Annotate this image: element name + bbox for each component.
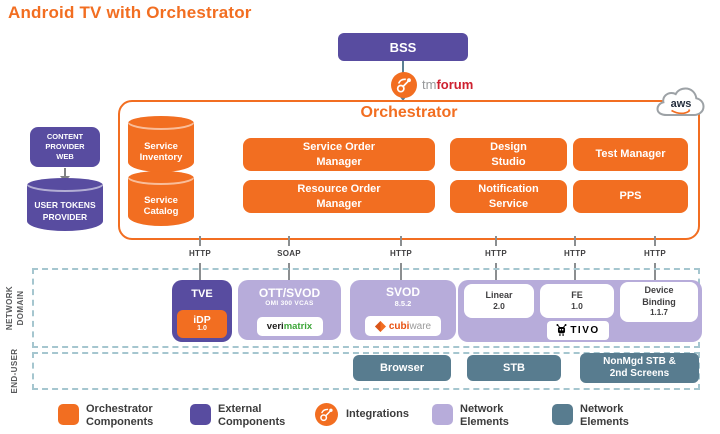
legend-label-network-elements-lavender: Network Elements [460, 403, 509, 428]
ott-svod-box: OTT/SVOD OMI 300 VCAS verimatrix [238, 280, 341, 340]
device-binding-version: 1.1.7 [650, 308, 668, 318]
connector-line [654, 263, 656, 281]
service-inventory-label: Service Inventory [139, 140, 183, 163]
ott-svod-detail: OMI 300 VCAS [265, 300, 314, 307]
resource-order-manager-label: Resource Order Manager [297, 183, 381, 210]
connector-line [495, 236, 497, 246]
tve-label: TVE [191, 288, 213, 300]
stb-label: STB [503, 362, 525, 374]
linear-box: Linear 2.0 [464, 284, 534, 318]
fe-version: 1.0 [571, 301, 583, 312]
connector-line [199, 236, 201, 246]
legend-swatch-orchestrator [58, 404, 79, 425]
protocol-label: HTTP [188, 249, 212, 258]
protocol-label: SOAP [277, 249, 301, 258]
component-notification-service: Notification Service [450, 180, 567, 213]
legend-label-network-elements-slate: Network Elements [580, 403, 629, 428]
datastore-service-catalog: Service Catalog [128, 171, 194, 226]
content-provider-web-box: CONTENT PROVIDER WEB [30, 127, 100, 167]
user-tokens-provider-label: USER TOKENS PROVIDER [34, 200, 96, 222]
tmforum-icon [391, 72, 417, 98]
connector-line [288, 263, 290, 281]
verimatrix-badge: verimatrix [256, 317, 323, 336]
end-user-label: END-USER [10, 348, 19, 394]
test-manager-label: Test Manager [595, 148, 666, 161]
connector-line [574, 236, 576, 246]
nonmgd-stb-box: NonMgd STB & 2nd Screens [580, 353, 699, 383]
tmforum-tm-text: tm [422, 77, 437, 92]
browser-box: Browser [353, 355, 451, 381]
aws-label: aws [671, 98, 692, 110]
aws-cloud-icon: aws [652, 82, 710, 124]
fe-label: FE [571, 289, 583, 300]
protocol-label: HTTP [643, 249, 667, 258]
component-test-manager: Test Manager [573, 138, 688, 171]
user-tokens-provider-cylinder: USER TOKENS PROVIDER [27, 178, 103, 231]
tmforum-wordmark: tmforum [422, 77, 473, 92]
cubiware-icon [374, 320, 386, 332]
legend-swatch-network-slate [552, 404, 573, 425]
connector-line [199, 263, 201, 281]
svod-box: SVOD 8.5.2 cubiware [350, 280, 456, 340]
legend-label-orchestrator-components: Orchestrator Components [86, 403, 154, 428]
ott-svod-label: OTT/SVOD [258, 286, 321, 300]
cubiware-logo: cubiware [388, 320, 432, 332]
idp-label: iDP [193, 313, 211, 326]
notification-service-label: Notification Service [478, 183, 539, 210]
tivo-badge: TIVO [547, 321, 609, 340]
device-binding-label: Device Binding [642, 285, 676, 307]
legend-label-external-components: External Components [218, 403, 286, 428]
svod-label: SVOD [385, 285, 420, 299]
network-domain-label: NETWORK DOMAIN [5, 285, 25, 331]
svod-version: 8.5.2 [394, 299, 412, 308]
pps-label: PPS [619, 190, 642, 203]
connector-line [495, 263, 497, 281]
linear-label: Linear [485, 289, 513, 300]
idp-version: 1.0 [197, 325, 207, 333]
cubiware-badge: cubiware [365, 316, 441, 336]
linear-version: 2.0 [493, 301, 505, 312]
protocol-label: HTTP [389, 249, 413, 258]
orchestrator-title: Orchestrator [360, 104, 458, 121]
bss-label: BSS [389, 39, 417, 55]
nonmgd-stb-label: NonMgd STB & 2nd Screens [603, 355, 676, 380]
verimatrix-logo: verimatrix [266, 321, 313, 332]
tve-box: TVE iDP 1.0 [172, 280, 232, 342]
legend-swatch-external [190, 404, 211, 425]
component-resource-order-manager: Resource Order Manager [243, 180, 435, 213]
connector-line [400, 236, 402, 246]
end-user-panel [32, 352, 700, 390]
cpw-to-utp-line [64, 168, 66, 177]
design-studio-label: Design Studio [490, 141, 527, 168]
component-design-studio: Design Studio [450, 138, 567, 171]
legend-swatch-network-lavender [432, 404, 453, 425]
legend-integrations-icon [315, 403, 338, 426]
bss-box: BSS [338, 33, 468, 61]
fe-box: FE 1.0 [540, 284, 614, 318]
tivo-logo: TIVO [570, 325, 600, 336]
page-title: Android TV with Orchestrator [8, 3, 252, 22]
protocol-label: HTTP [484, 249, 508, 258]
component-pps: PPS [573, 180, 688, 213]
tivo-icon [556, 324, 567, 336]
stb-box: STB [467, 355, 561, 381]
device-binding-box: Device Binding 1.1.7 [620, 282, 698, 322]
protocol-label: HTTP [563, 249, 587, 258]
component-service-order-manager: Service Order Manager [243, 138, 435, 171]
legend-label-integrations: Integrations [346, 408, 409, 420]
tivo-group-box: Linear 2.0 FE 1.0 Device Binding 1.1.7 T… [458, 280, 702, 342]
service-order-manager-label: Service Order Manager [302, 141, 376, 168]
connector-line [288, 236, 290, 246]
content-provider-web-label: CONTENT PROVIDER WEB [45, 131, 85, 162]
idp-box: iDP 1.0 [177, 310, 227, 338]
connector-line [654, 236, 656, 246]
connector-line [400, 263, 402, 281]
connector-line [574, 263, 576, 281]
browser-label: Browser [379, 362, 425, 374]
service-catalog-label: Service Catalog [143, 195, 179, 217]
datastore-service-inventory: Service Inventory [128, 116, 194, 172]
tmforum-forum-text: forum [436, 77, 474, 92]
